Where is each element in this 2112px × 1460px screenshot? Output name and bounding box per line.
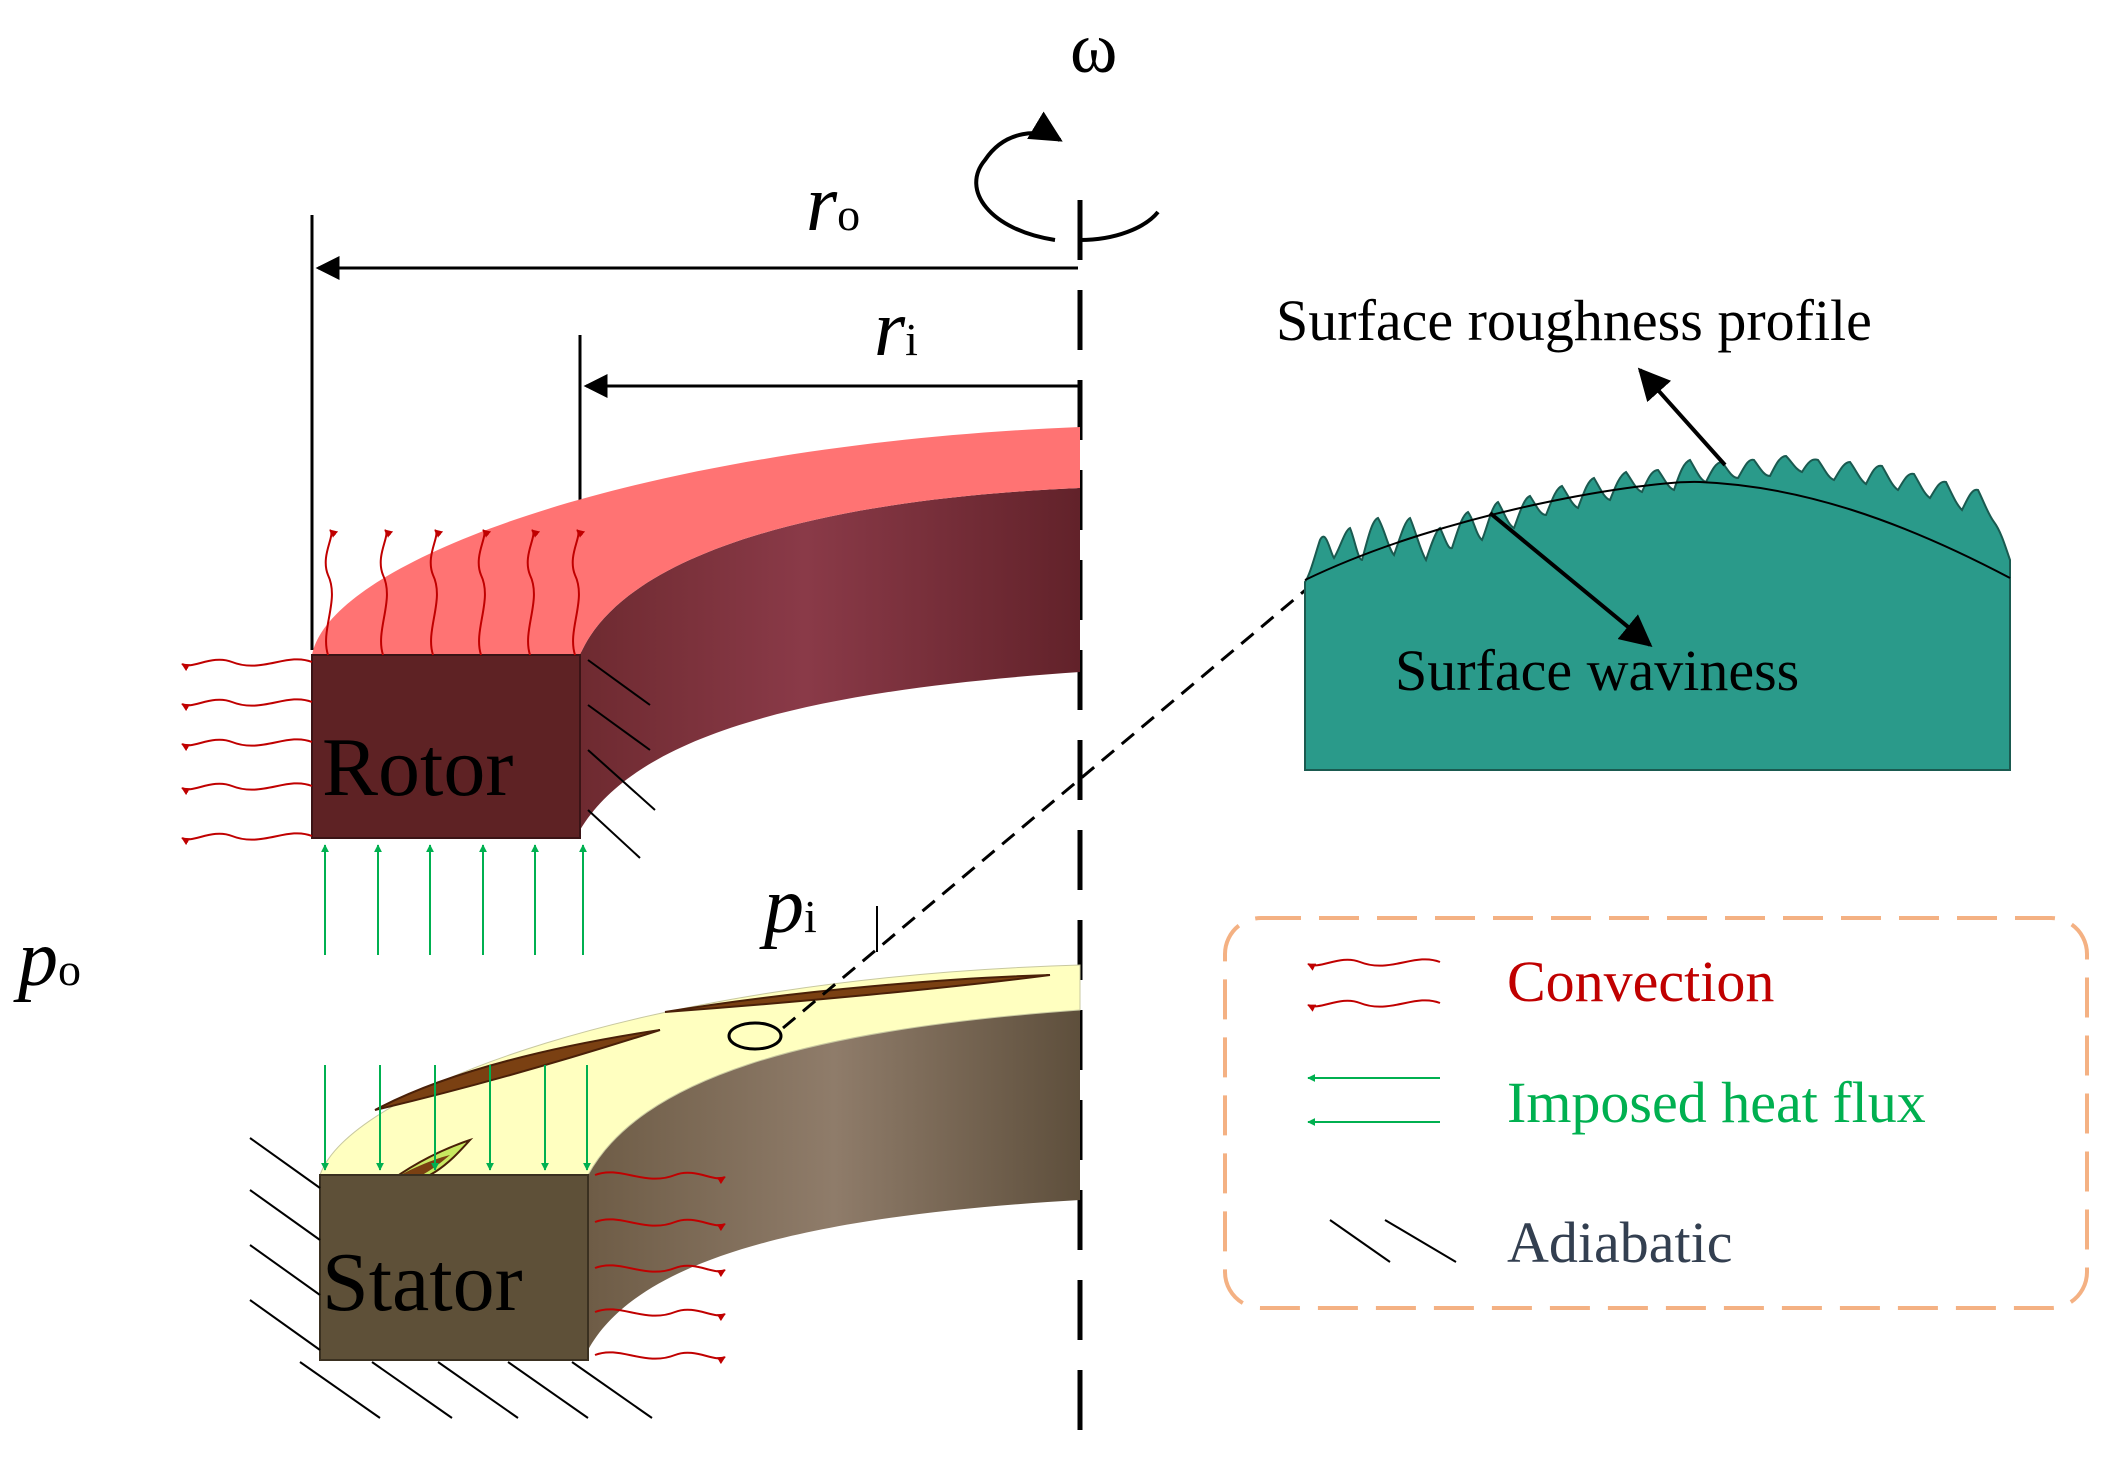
rotor-top-convection bbox=[324, 529, 586, 656]
waviness-label: Surface waviness bbox=[1395, 638, 1799, 703]
stator-side-convection bbox=[594, 1171, 726, 1365]
detail-leader bbox=[782, 580, 1316, 1030]
legend-adiabatic-icon bbox=[1329, 1219, 1457, 1263]
waviness-curve bbox=[1304, 480, 2011, 581]
r-inner-label: ri bbox=[874, 285, 918, 373]
legend bbox=[1223, 916, 2089, 1310]
rotor-ring bbox=[311, 427, 1080, 839]
spiral-groove bbox=[664, 974, 1051, 1013]
roughness-pointer bbox=[1637, 367, 1727, 467]
spiral-groove bbox=[374, 1029, 661, 1111]
profile-block bbox=[1304, 454, 2011, 771]
r-outer-label: ro bbox=[806, 160, 860, 248]
rotation-arrow-tail bbox=[1079, 210, 1160, 242]
rotor-face bbox=[311, 654, 581, 839]
stator-ring bbox=[319, 964, 1081, 1361]
roughness-label: Surface roughness profile bbox=[1276, 288, 1872, 353]
stator-face bbox=[319, 1174, 589, 1361]
rotor-side-convection bbox=[181, 658, 313, 846]
stator-label: Stator bbox=[322, 1236, 523, 1329]
surface-profile bbox=[1304, 367, 2011, 771]
p-outer-label: po bbox=[13, 915, 81, 1003]
p-inner-label: pi bbox=[759, 862, 817, 950]
legend-heat-flux-label: Imposed heat flux bbox=[1507, 1070, 1926, 1135]
stator-heat-flux bbox=[321, 1065, 591, 1171]
legend-adiabatic-label: Adiabatic bbox=[1507, 1210, 1732, 1275]
legend-frame bbox=[1223, 916, 2089, 1310]
stator-adiabatic-hatch bbox=[249, 1137, 653, 1419]
legend-heat-flux-icon bbox=[1307, 1074, 1440, 1126]
rotor-heat-flux bbox=[321, 844, 587, 955]
rotation-arrow bbox=[974, 111, 1063, 242]
detail-marker bbox=[727, 1021, 783, 1051]
omega-label: ω bbox=[1070, 8, 1117, 88]
rotor-label: Rotor bbox=[322, 721, 513, 814]
legend-convection-icon bbox=[1307, 958, 1441, 1012]
legend-convection-label: Convection bbox=[1507, 949, 1774, 1014]
waviness-pointer bbox=[1488, 511, 1653, 648]
rotor-adiabatic-hatch bbox=[587, 659, 656, 859]
